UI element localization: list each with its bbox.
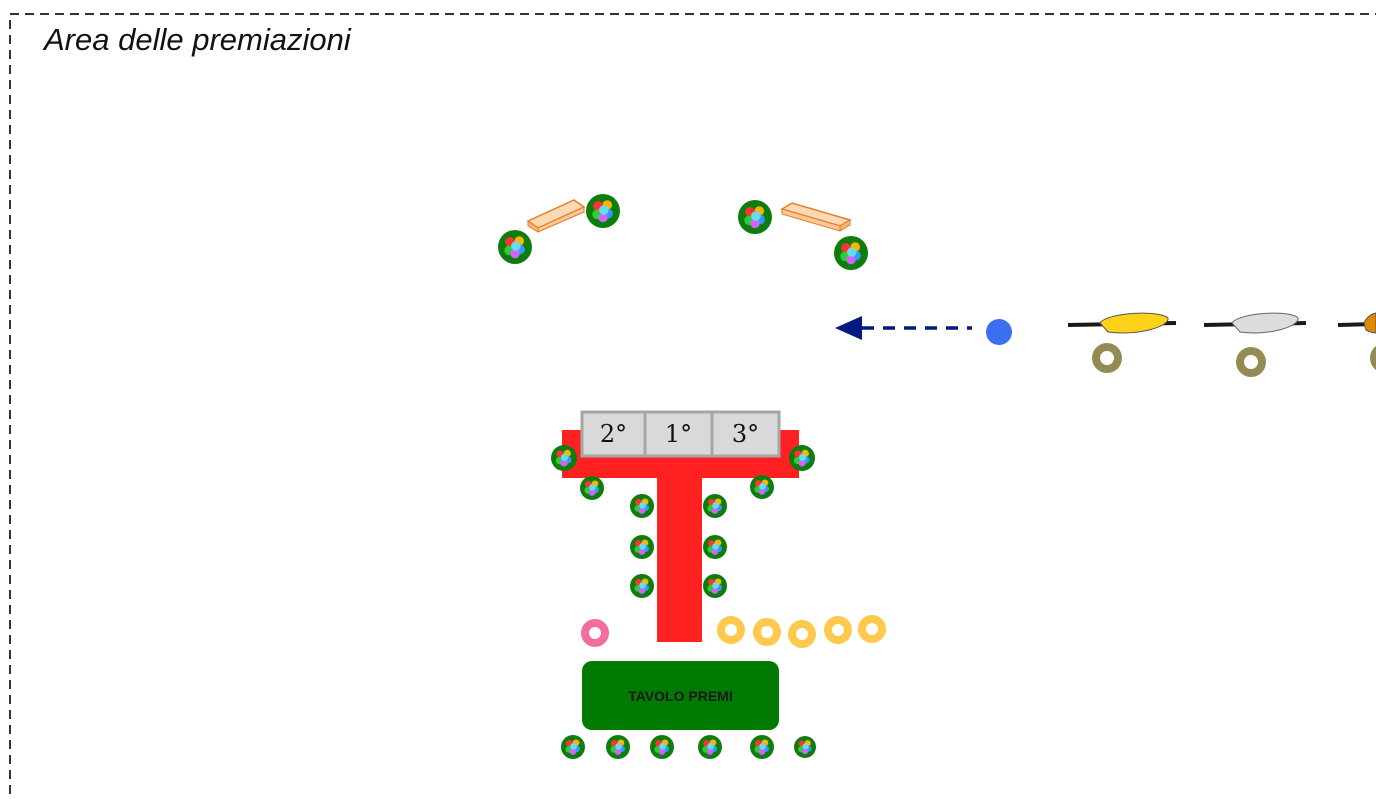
flower-pot-icon — [498, 230, 532, 264]
flower-petal — [658, 748, 666, 755]
area-border — [9, 13, 1376, 794]
flower-petal — [569, 748, 577, 755]
flower-pot-icon — [750, 475, 774, 499]
yellow-marker — [753, 618, 781, 646]
yellow-marker — [858, 615, 886, 643]
person-marker-icon — [986, 319, 1012, 345]
flower-pot-icon — [630, 574, 654, 598]
flower-pot-icon — [586, 194, 620, 228]
flower-pot-icon — [703, 494, 727, 518]
flower-pot-icon — [630, 535, 654, 559]
prize-table-label: TAVOLO PREMI — [628, 687, 733, 704]
bicycle-frame — [1363, 312, 1376, 334]
flower-petal — [639, 502, 646, 509]
flower-petal — [638, 507, 646, 514]
flower-pot-icon — [703, 535, 727, 559]
flower-petal — [846, 254, 856, 265]
bicycle-yellow — [1067, 312, 1177, 334]
flower-pot-icon — [551, 445, 577, 471]
flower-pot-icon — [738, 200, 772, 234]
flower-petal — [659, 743, 666, 750]
direction-arrow-icon — [835, 316, 972, 340]
flower-petal — [750, 218, 760, 229]
prize-table — [582, 661, 779, 730]
podium-second-label: 2° — [599, 420, 628, 448]
flower-pot-icon — [698, 735, 722, 759]
flower-petal — [799, 453, 807, 461]
flower-petal — [638, 587, 646, 594]
yellow-marker — [717, 616, 745, 644]
olive-markers — [1092, 343, 1376, 377]
flower-petal — [639, 543, 646, 550]
flower-pot-icon — [703, 574, 727, 598]
flower-pot-icon — [650, 735, 674, 759]
bicycle-white — [1203, 312, 1307, 334]
flower-petal — [589, 484, 596, 491]
flower-pot-icon — [834, 236, 868, 270]
flower-pot-icon — [789, 445, 815, 471]
yellow-marker — [788, 620, 816, 648]
bicycle-orange — [1337, 312, 1376, 334]
flower-petal — [560, 459, 568, 467]
yellow-markers — [717, 615, 886, 648]
flower-pot-icon — [580, 476, 604, 500]
bench-right-side — [839, 219, 851, 232]
flower-petal — [570, 743, 577, 750]
podium-first-label: 1° — [664, 420, 693, 448]
flower-petal — [614, 748, 622, 755]
bicycle-frame — [1231, 312, 1299, 334]
flower-petal — [707, 743, 714, 750]
flower-pot-icon — [750, 735, 774, 759]
flower-petal — [847, 247, 857, 257]
flower-petal — [758, 748, 766, 755]
podium-third-block — [710, 410, 781, 458]
flower-petal — [711, 507, 719, 514]
flower-petal — [599, 205, 609, 215]
flower-pot-icon — [794, 736, 816, 758]
bench-right — [780, 202, 852, 232]
t-shape-stem — [657, 470, 702, 642]
olive-marker — [1236, 347, 1266, 377]
bicycle-frame — [1099, 312, 1169, 334]
flower-pot-icon — [606, 735, 630, 759]
yellow-marker — [824, 616, 852, 644]
pink-marker — [581, 619, 609, 647]
flower-petal — [802, 743, 809, 750]
area-title: Area delle premiazioni — [44, 22, 351, 57]
flower-petal — [712, 582, 719, 589]
flower-petal — [561, 453, 569, 461]
flower-petal — [712, 543, 719, 550]
flower-petal — [511, 241, 521, 251]
flower-pots — [498, 194, 868, 759]
flower-petal — [758, 488, 766, 495]
flower-petal — [759, 483, 766, 490]
flower-petal — [510, 248, 520, 259]
flower-petal — [588, 489, 596, 496]
flower-petal — [639, 582, 646, 589]
flower-petal — [638, 548, 646, 555]
flower-petal — [798, 459, 806, 467]
flower-petal — [706, 748, 714, 755]
podium-third-label: 3° — [731, 420, 760, 448]
flower-petal — [759, 743, 766, 750]
flower-petal — [751, 211, 761, 221]
flower-pot-icon — [561, 735, 585, 759]
flower-petal — [711, 587, 719, 594]
podium-first-block — [643, 410, 714, 458]
flower-petal — [712, 502, 719, 509]
t-shape-stage — [562, 430, 799, 642]
flower-petal — [615, 743, 622, 750]
olive-marker — [1092, 343, 1122, 373]
flower-petal — [711, 548, 719, 555]
bench-left — [526, 199, 586, 233]
arrow-head — [835, 316, 862, 340]
flower-petal — [598, 212, 608, 223]
flower-pot-icon — [630, 494, 654, 518]
bench-left-front — [537, 206, 585, 233]
podium — [580, 410, 781, 458]
flower-petal — [801, 748, 809, 755]
